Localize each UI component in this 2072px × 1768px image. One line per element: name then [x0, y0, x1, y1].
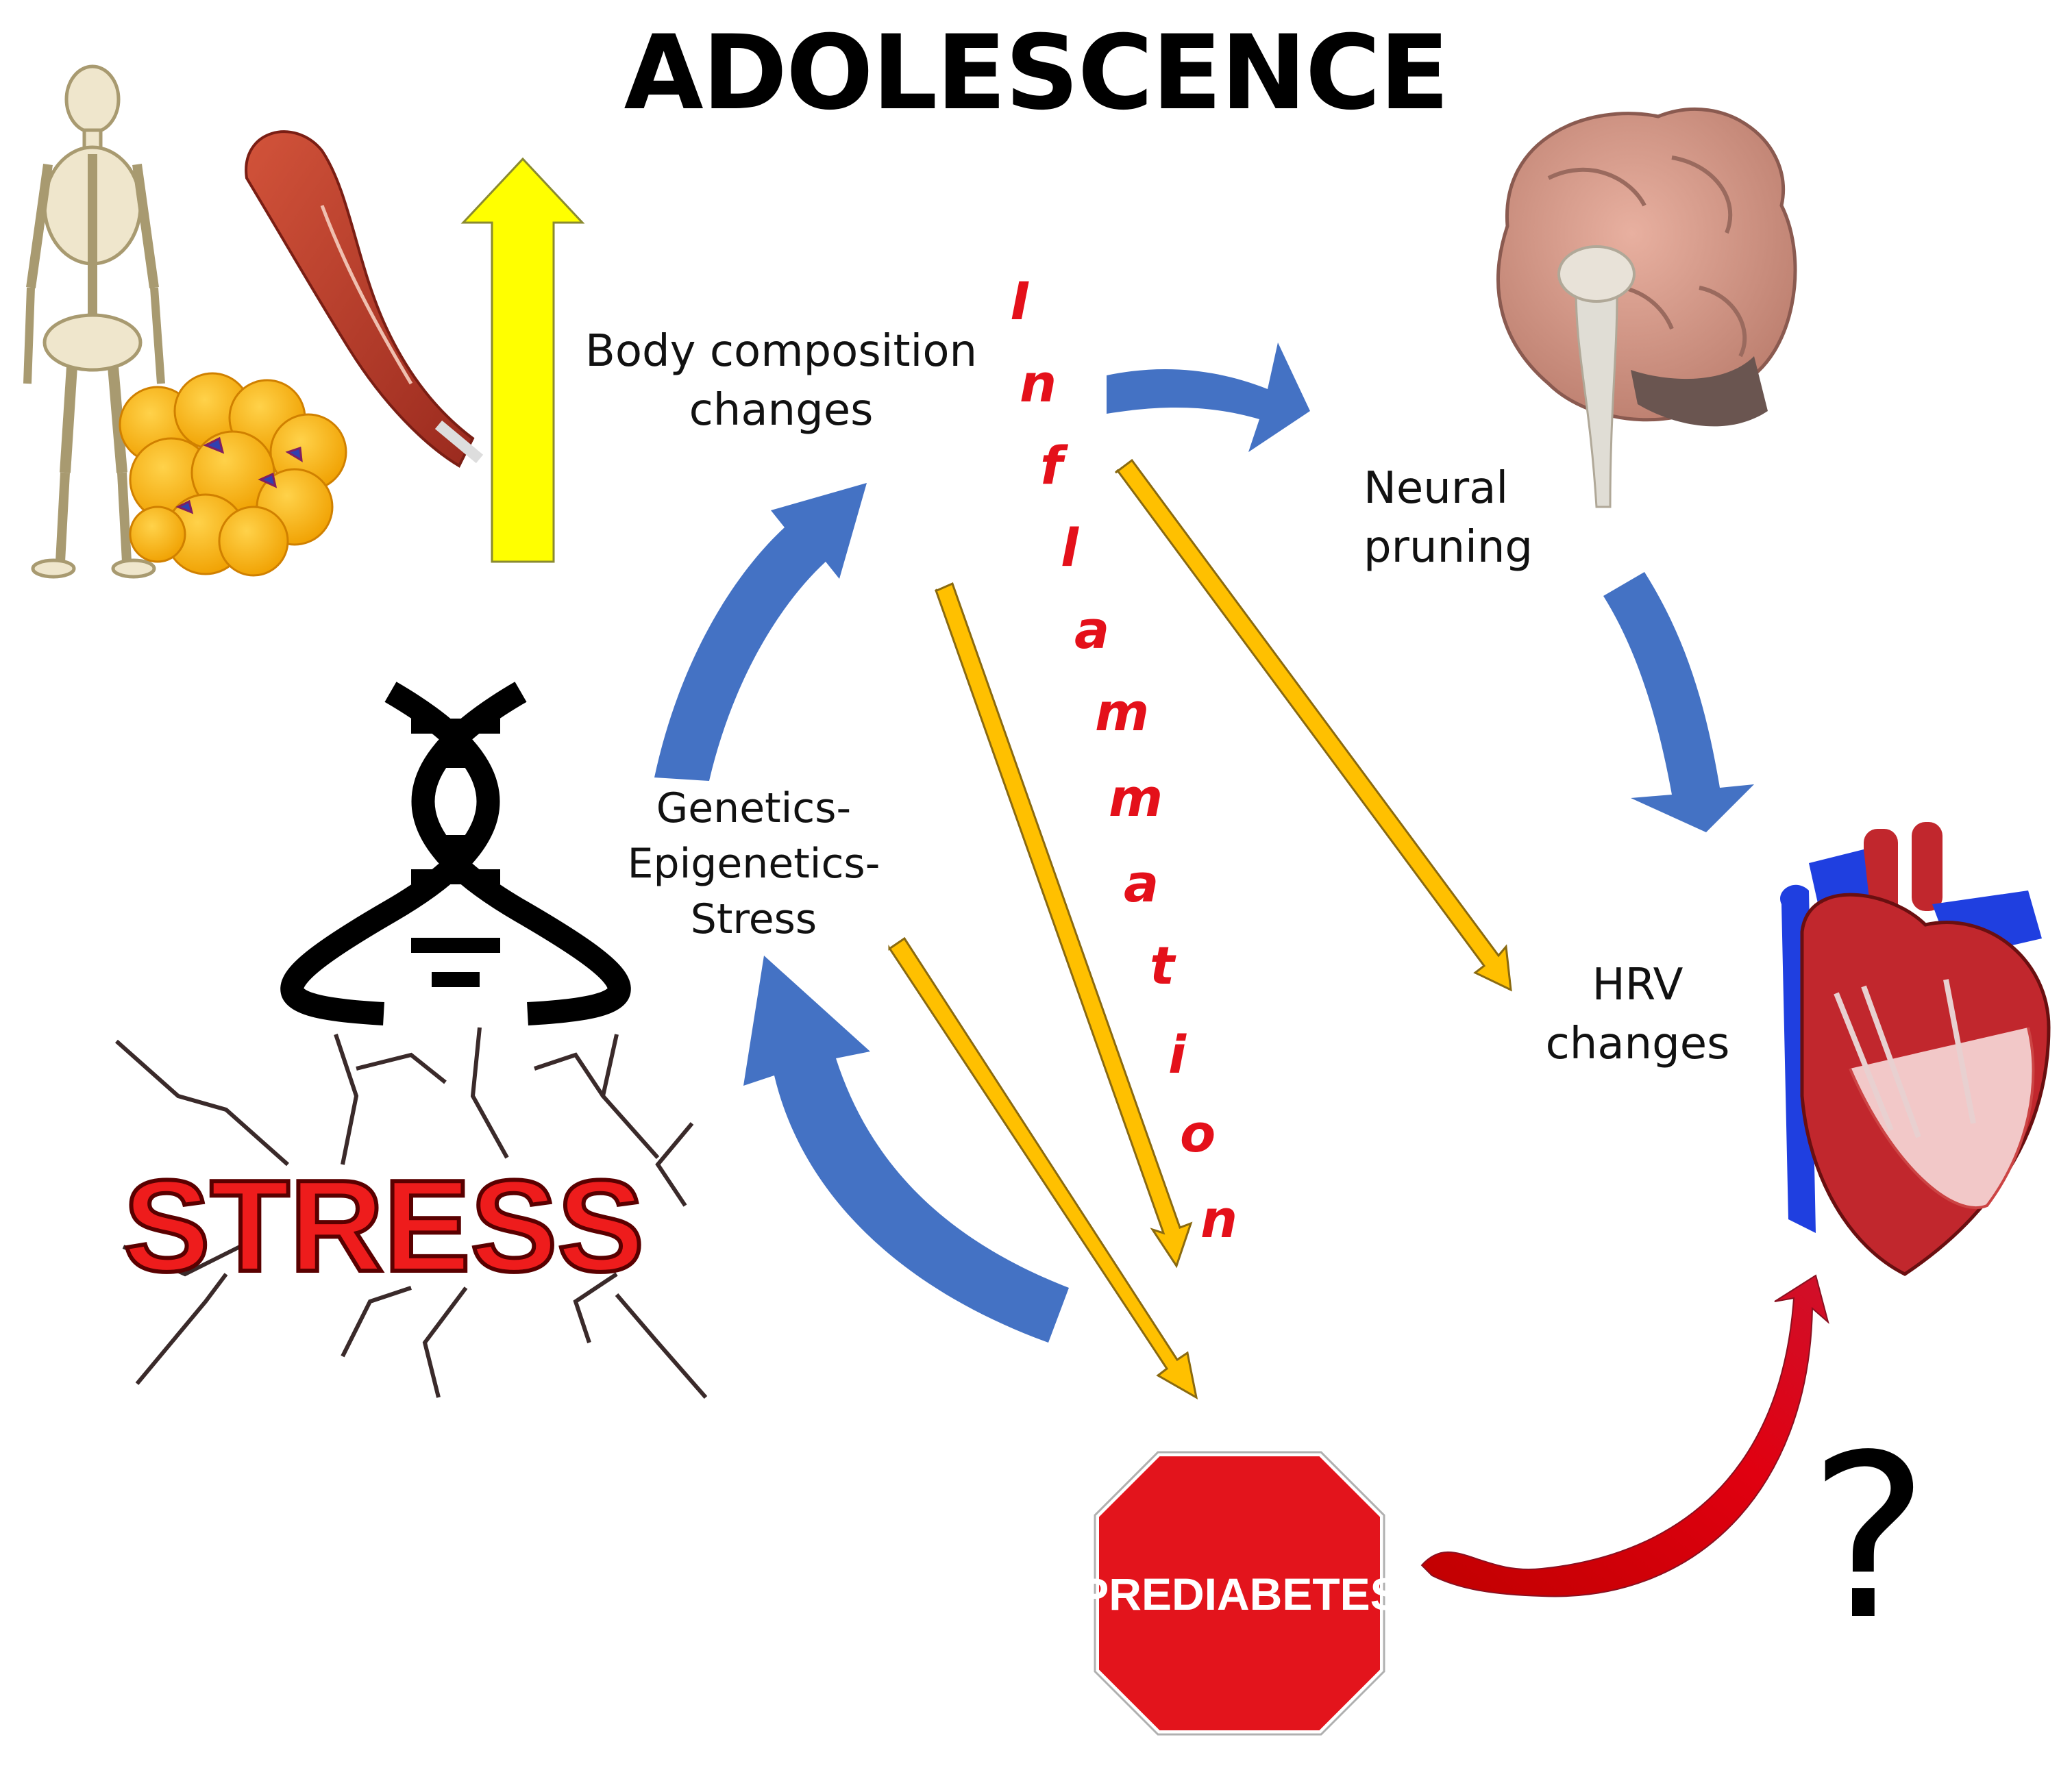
inflammation-letter: f — [1040, 435, 1063, 496]
label-hrv: HRV changes — [1545, 960, 1730, 1070]
stress-sign-text: STRESS — [123, 1154, 644, 1299]
prediabetes-sign-text: PREDIABETES — [1078, 1569, 1400, 1619]
yellow-up-arrow — [460, 157, 585, 563]
inflammation-letter: a — [1074, 599, 1110, 660]
red-arrow-to-heart — [1420, 1274, 1829, 1597]
inflammation-letter: n — [1200, 1188, 1238, 1249]
gold-arrow-to-prediabetes — [888, 936, 1198, 1399]
inflammation-letter: i — [1168, 1024, 1187, 1085]
muscle-arm-icon — [245, 130, 484, 468]
gold-arrows — [888, 458, 1512, 1399]
skeleton-icon — [23, 64, 165, 579]
question-mark: ? — [1809, 1406, 1929, 1669]
stress-crack-icon — [115, 1027, 708, 1399]
inflammation-letter: m — [1095, 682, 1150, 743]
label-neural-pruning: Neural pruning — [1364, 463, 1533, 573]
inflammation-letter: l — [1061, 517, 1079, 578]
blue-arc-up — [654, 483, 867, 781]
heart-icon — [1780, 822, 2051, 1276]
label-body-composition: Body composition changes — [584, 326, 978, 436]
gold-arrow-to-hrv — [1114, 458, 1512, 992]
inflammation-letter: m — [1109, 767, 1163, 828]
stop-sign-icon: PREDIABETES — [1078, 1448, 1401, 1739]
blue-arrow-to-heart — [1603, 572, 1754, 832]
brain-icon — [1496, 108, 1797, 508]
inflammation-letter: o — [1180, 1103, 1216, 1164]
fat-cells-icon — [119, 372, 347, 577]
blue-arc-to-genetics — [743, 956, 1069, 1343]
gold-arrow-to-inflammation-end — [934, 582, 1193, 1269]
inflammation-letter: n — [1020, 353, 1057, 414]
label-genetics: Genetics- Epigenetics- Stress — [627, 784, 880, 943]
page-title: ADOLESCENCE — [624, 14, 1450, 133]
inflammation-letter: t — [1150, 935, 1175, 996]
blue-arrow-to-brain — [1107, 343, 1310, 452]
dna-icon — [280, 682, 631, 1025]
inflammation-letter: a — [1124, 853, 1159, 914]
inflammation-letter: I — [1011, 271, 1031, 332]
